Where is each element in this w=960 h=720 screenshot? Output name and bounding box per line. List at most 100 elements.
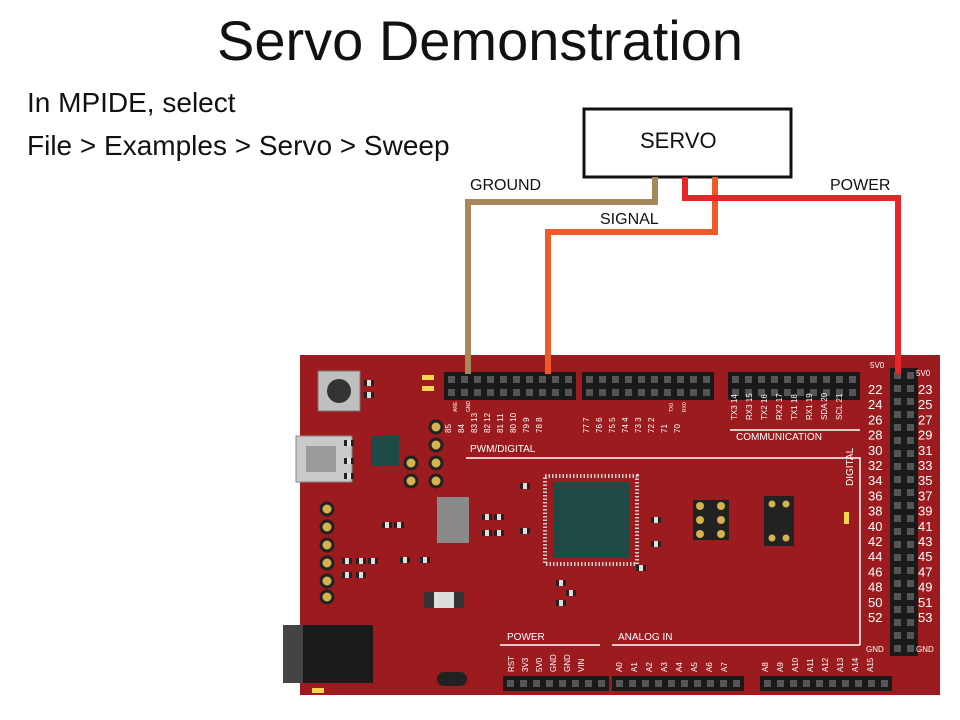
power-pin-label: RST bbox=[507, 656, 516, 672]
digital-pin-label: 51 bbox=[918, 595, 932, 610]
signal-wire bbox=[545, 177, 718, 374]
digital-pin-label: 46 bbox=[868, 564, 882, 579]
analog-pin-label: A13 bbox=[836, 657, 845, 672]
smd-component bbox=[651, 517, 661, 523]
led-indicator bbox=[422, 386, 434, 391]
analog-pin-label: A8 bbox=[761, 662, 770, 672]
digital-pin-label: 47 bbox=[918, 564, 932, 579]
analog-pin-label: A6 bbox=[705, 662, 714, 672]
header-gnd-right-label: GND bbox=[916, 645, 934, 654]
pwm-pin-label: 74 4 bbox=[621, 417, 630, 433]
digital-pin-label: 27 bbox=[918, 412, 932, 427]
solder-pad bbox=[428, 473, 444, 489]
digital-pin-label: 39 bbox=[918, 504, 932, 519]
comm-pin-label: RX3 15 bbox=[745, 393, 754, 420]
digital-pin-label: 52 bbox=[868, 610, 882, 625]
pwm-digital-label: PWM/DIGITAL bbox=[470, 444, 536, 455]
analog-pin-label: A14 bbox=[851, 657, 860, 672]
digital-pin-label: 53 bbox=[918, 610, 932, 625]
analog-pin-label: A5 bbox=[690, 662, 699, 672]
pwm-header-right bbox=[582, 372, 714, 400]
pwm-pin-label: 70 bbox=[673, 424, 682, 433]
header-gnd-left-label: GND bbox=[866, 645, 884, 654]
smd-component bbox=[344, 473, 354, 479]
analog-in-label: ANALOG IN bbox=[618, 632, 672, 643]
smd-component bbox=[494, 530, 504, 536]
smd-component bbox=[420, 557, 430, 563]
header-5v0-right-label: 5V0 bbox=[916, 369, 931, 378]
pwm-pin-label: 83 13 bbox=[470, 412, 479, 433]
analog-pin-label: A4 bbox=[675, 662, 684, 672]
comm-pin-label: SDA 20 bbox=[820, 392, 829, 420]
digital-pin-label: 29 bbox=[918, 428, 932, 443]
digital-pin-label: 48 bbox=[868, 580, 882, 595]
pwm-pin-sublabel: GND bbox=[466, 401, 472, 413]
comm-pin-label: RX2 17 bbox=[775, 393, 784, 420]
analog-pin-label: A7 bbox=[720, 662, 729, 672]
digital-pin-label: 24 bbox=[868, 397, 882, 412]
digital-pin-label: 22 bbox=[868, 382, 882, 397]
analog-header-left bbox=[612, 676, 744, 691]
servo-label: SERVO bbox=[640, 128, 717, 153]
power-pin-label: 5V0 bbox=[535, 657, 544, 672]
led-indicator bbox=[844, 512, 849, 524]
digital-pin-label: 23 bbox=[918, 382, 932, 397]
solder-pad bbox=[428, 419, 444, 435]
pwm-pin-label: 85 bbox=[444, 424, 453, 433]
analog-pin-label: A3 bbox=[660, 662, 669, 672]
smd-component bbox=[344, 440, 354, 446]
solder-pad bbox=[403, 473, 419, 489]
ground-wire-label: GROUND bbox=[470, 177, 541, 194]
solder-pad bbox=[319, 501, 335, 517]
smd-component bbox=[356, 558, 366, 564]
smd-component bbox=[356, 572, 366, 578]
digital-pin-label: 34 bbox=[868, 473, 882, 488]
smd-component bbox=[342, 572, 352, 578]
jumper-block-right bbox=[764, 496, 794, 546]
digital-pin-label: 32 bbox=[868, 458, 882, 473]
digital-pin-label: 50 bbox=[868, 595, 882, 610]
digital-pin-label: 41 bbox=[918, 519, 932, 534]
analog-pin-label: A15 bbox=[866, 657, 875, 672]
solder-pad bbox=[403, 455, 419, 471]
power-pin-label: 3V3 bbox=[521, 657, 530, 672]
pwm-pin-sublabel: TX0 bbox=[669, 403, 675, 412]
power-section-label: POWER bbox=[507, 632, 545, 643]
smd-component bbox=[382, 522, 392, 528]
digital-pin-label: 38 bbox=[868, 504, 882, 519]
smd-component bbox=[494, 514, 504, 520]
pwm-pin-label: 80 10 bbox=[509, 412, 518, 433]
digital-pin-label: 36 bbox=[868, 488, 882, 503]
smd-component bbox=[344, 458, 354, 464]
comm-pin-label: TX2 16 bbox=[760, 394, 769, 420]
power-pin-label: VIN bbox=[577, 658, 586, 672]
pwm-pin-label: 76 6 bbox=[595, 417, 604, 433]
solder-pad bbox=[319, 573, 335, 589]
smd-component bbox=[636, 565, 646, 571]
power-header bbox=[503, 676, 609, 691]
analog-pin-label: A9 bbox=[776, 662, 785, 672]
analog-pin-label: A1 bbox=[630, 662, 639, 672]
pwm-pin-label: 73 3 bbox=[634, 417, 643, 433]
instruction-line-1: In MPIDE, select bbox=[27, 87, 236, 118]
pwm-pin-label: 72 2 bbox=[647, 417, 656, 433]
comm-pin-label: TX3 14 bbox=[730, 394, 739, 420]
smd-component bbox=[556, 600, 566, 606]
signal-wire-label: SIGNAL bbox=[600, 211, 659, 228]
smd-component bbox=[364, 380, 374, 386]
pwm-pin-label: 71 bbox=[660, 424, 669, 433]
smd-component bbox=[342, 558, 352, 564]
power-pin-label: GND bbox=[549, 654, 558, 672]
smd-component bbox=[566, 590, 576, 596]
smd-component bbox=[520, 528, 530, 534]
comm-header bbox=[728, 372, 860, 400]
led-indicator bbox=[312, 688, 324, 693]
pwm-pin-label: 81 11 bbox=[496, 413, 505, 433]
comm-pin-label: TX1 18 bbox=[790, 394, 799, 420]
smd-component bbox=[482, 530, 492, 536]
instruction-line-2: File > Examples > Servo > Sweep bbox=[27, 130, 450, 161]
digital-pin-label: 35 bbox=[918, 473, 932, 488]
power-pin-label: GND bbox=[563, 654, 572, 672]
jumper-block-left bbox=[693, 500, 729, 540]
pwm-pin-label: 84 bbox=[457, 424, 466, 433]
